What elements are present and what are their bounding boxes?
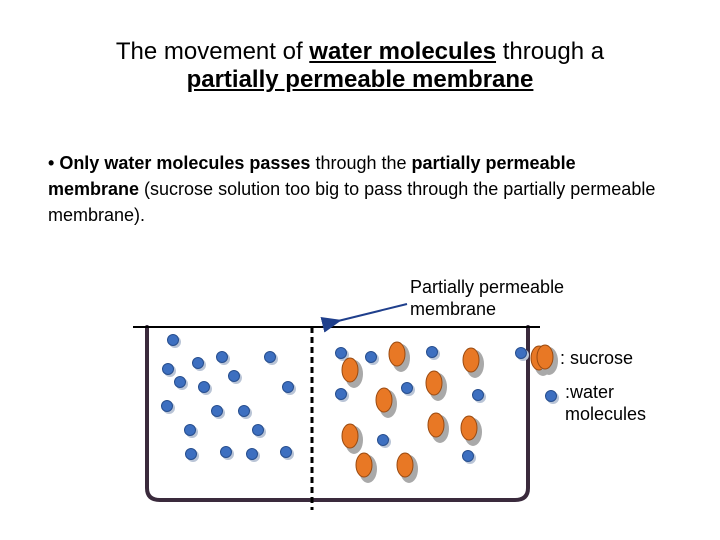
sucrose-molecule [389, 342, 405, 366]
membrane-pointer-arrow [338, 304, 407, 321]
water-molecule [175, 377, 186, 388]
water-molecule [253, 425, 264, 436]
sucrose-molecule [356, 453, 372, 477]
water-molecule [336, 389, 347, 400]
water-molecule [229, 371, 240, 382]
sucrose-molecule [342, 424, 358, 448]
sucrose-molecule [342, 358, 358, 382]
sucrose-molecule [426, 371, 442, 395]
water-molecule [247, 449, 258, 460]
water-molecule [473, 390, 484, 401]
legend-water-icon [546, 391, 557, 402]
water-molecule [265, 352, 276, 363]
water-molecule [378, 435, 389, 446]
water-molecule [162, 401, 173, 412]
water-molecule [336, 348, 347, 359]
water-molecule [427, 347, 438, 358]
water-molecule [516, 348, 527, 359]
water-molecule [186, 449, 197, 460]
sucrose-molecule [397, 453, 413, 477]
water-molecule [366, 352, 377, 363]
sucrose-molecule [463, 348, 479, 372]
sucrose-molecule [428, 413, 444, 437]
legend-sucrose-icon [537, 345, 553, 369]
water-molecule [163, 364, 174, 375]
sucrose-molecule [376, 388, 392, 412]
water-molecule [402, 383, 413, 394]
water-molecule [199, 382, 210, 393]
water-molecule [239, 406, 250, 417]
water-molecule [193, 358, 204, 369]
water-molecule [281, 447, 292, 458]
water-molecule [283, 382, 294, 393]
water-molecule [185, 425, 196, 436]
water-molecule [212, 406, 223, 417]
water-molecule [217, 352, 228, 363]
water-molecule [221, 447, 232, 458]
water-molecule [168, 335, 179, 346]
sucrose-molecule [461, 416, 477, 440]
water-molecule [463, 451, 474, 462]
